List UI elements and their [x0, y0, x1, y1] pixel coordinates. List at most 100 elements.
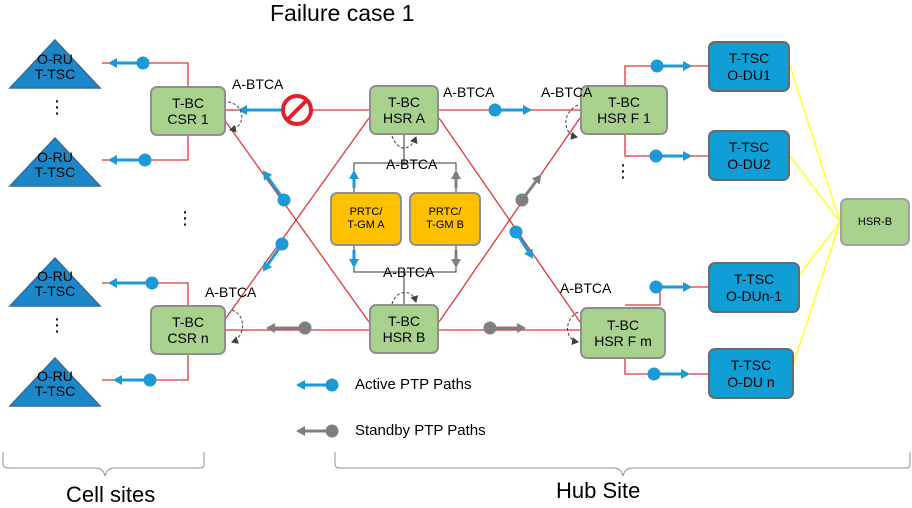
- ellipsis-csr: ⋮: [176, 208, 194, 228]
- oru-triangle-1: [8, 38, 102, 89]
- link-hsrfm-dun: [624, 357, 708, 375]
- standby-path-hsrb-csrn: [266, 321, 312, 335]
- node-name: CSR n: [167, 330, 209, 346]
- active-path-hsrb-csr1: [262, 170, 291, 207]
- legend-standby-label: Standby PTP Paths: [355, 422, 486, 439]
- cell-sites-label: Cell sites: [66, 482, 156, 507]
- active-path-hsra-hsrf1: [488, 103, 532, 117]
- section-brackets: [2, 452, 911, 477]
- legend-icons: [296, 378, 339, 438]
- abtca-loop-csrn: [231, 309, 243, 344]
- legend-standby-icon: [296, 424, 339, 438]
- node-name: O-DU n: [727, 373, 775, 390]
- node-role: T-BC: [172, 313, 204, 330]
- node-name: HSR-B: [857, 215, 893, 228]
- ellipsis-cell-top: ⋮: [48, 97, 66, 117]
- node-role: PRTC/: [428, 206, 462, 219]
- oru-triangle-2: [8, 136, 102, 187]
- hsr-f1-node[interactable]: T-BC HSR F 1: [580, 85, 668, 135]
- node-name: HSR B: [382, 329, 426, 345]
- oru-name: O-RU: [37, 268, 73, 284]
- abtca-label-prtc-top: A-BTCA: [386, 156, 438, 172]
- node-name: HSR F m: [594, 333, 652, 349]
- oru-name: O-RU: [37, 51, 73, 67]
- node-role: T-TSC: [728, 50, 770, 67]
- link-csrn-hsra: [225, 117, 370, 319]
- abtca-loop-hsrfm: [567, 311, 579, 346]
- active-ptp-paths: [108, 56, 692, 387]
- diagram-title: Failure case 1: [270, 0, 415, 26]
- node-name: O-DUn-1: [725, 287, 782, 304]
- csr1-node[interactable]: T-BC CSR 1: [150, 86, 226, 136]
- abtca-label-prtc-bottom: A-BTCA: [383, 264, 435, 280]
- oru-triangle-3: [8, 256, 102, 307]
- node-role: PRTC/: [349, 206, 383, 219]
- node-name: T-GM A: [347, 219, 385, 231]
- hub-site-bracket: [334, 452, 911, 477]
- active-path-oru4: [113, 373, 157, 387]
- node-role: T-TSC: [730, 357, 772, 374]
- prtc-b-node[interactable]: PRTC/ T-GM B: [409, 192, 481, 246]
- oru-role: T-TSC: [34, 283, 76, 300]
- standby-path-hsrb-hsrf1: [515, 174, 542, 207]
- abtca-label-hsra: A-BTCA: [443, 84, 495, 100]
- oru-name: O-RU: [37, 368, 73, 384]
- abtca-label-csr1: A-BTCA: [232, 76, 284, 92]
- abtca-loop-csr1: [227, 101, 243, 133]
- hsr-b-hub-node[interactable]: HSR-B: [840, 198, 910, 246]
- oru-label-1: O-RU T-TSC: [10, 51, 100, 83]
- node-name: HSR F 1: [597, 110, 651, 126]
- node-role: T-BC: [607, 316, 639, 333]
- cell-sites-bracket: [2, 452, 205, 477]
- oru-role: T-TSC: [34, 383, 76, 400]
- active-path-oru2: [108, 153, 152, 167]
- abtca-loops: [227, 101, 579, 346]
- oru-role: T-TSC: [34, 66, 76, 83]
- node-name: HSR A: [382, 110, 425, 126]
- oru-name: O-RU: [37, 149, 73, 165]
- hsr-a-node[interactable]: T-BC HSR A: [369, 85, 439, 135]
- link-hsrf1-du2: [624, 135, 708, 157]
- node-role: T-BC: [608, 93, 640, 110]
- standby-path-hsrb-hsrfm: [483, 321, 526, 335]
- abtca-label-hsrfm: A-BTCA: [560, 280, 612, 296]
- oru-triangle-4: [8, 356, 102, 407]
- legend-active-label: Active PTP Paths: [355, 376, 472, 393]
- abtca-loop-hsrb: [391, 292, 419, 305]
- oru-label-4: O-RU T-TSC: [10, 368, 100, 400]
- active-path-du2: [649, 149, 692, 163]
- dun1-node[interactable]: T-TSC O-DUn-1: [708, 262, 800, 313]
- node-role: T-BC: [388, 93, 420, 110]
- node-name: T-GM B: [426, 219, 464, 231]
- oru-label-3: O-RU T-TSC: [10, 268, 100, 300]
- hsr-fm-node[interactable]: T-BC HSR F m: [580, 307, 666, 359]
- active-path-oru3: [108, 276, 159, 290]
- active-path-hsra-hsrfm: [509, 225, 534, 259]
- node-name: O-DU2: [727, 155, 771, 172]
- dun-node[interactable]: T-TSC O-DU n: [708, 348, 794, 399]
- failure-no-symbol: [281, 94, 313, 126]
- active-path-du1: [650, 59, 692, 73]
- csrn-node[interactable]: T-BC CSR n: [150, 305, 226, 355]
- node-name: CSR 1: [167, 111, 209, 127]
- ellipsis-du: ⋮: [614, 161, 632, 181]
- link-csr1-hsrb: [225, 121, 370, 323]
- du2-node[interactable]: T-TSC O-DU2: [708, 130, 790, 181]
- node-role: T-TSC: [728, 139, 770, 156]
- ellipsis-cell-bottom: ⋮: [48, 315, 66, 335]
- active-path-dun1: [649, 280, 692, 294]
- oru-role: T-TSC: [34, 164, 76, 181]
- link-oru3-csrn: [102, 282, 189, 306]
- du-hsrb-links: [789, 65, 841, 375]
- legend-active-icon: [296, 378, 339, 392]
- hsr-b-node[interactable]: T-BC HSR B: [369, 304, 439, 354]
- node-name: O-DU1: [727, 66, 771, 83]
- abtca-loop-hsra: [391, 135, 418, 149]
- prtc-a-node[interactable]: PRTC/ T-GM A: [330, 192, 402, 246]
- active-path-hsra-csrn: [262, 237, 289, 272]
- cell-site-triangles: [8, 38, 102, 407]
- node-role: T-TSC: [733, 271, 775, 288]
- du1-node[interactable]: T-TSC O-DU1: [708, 41, 790, 92]
- active-path-dun: [647, 367, 690, 381]
